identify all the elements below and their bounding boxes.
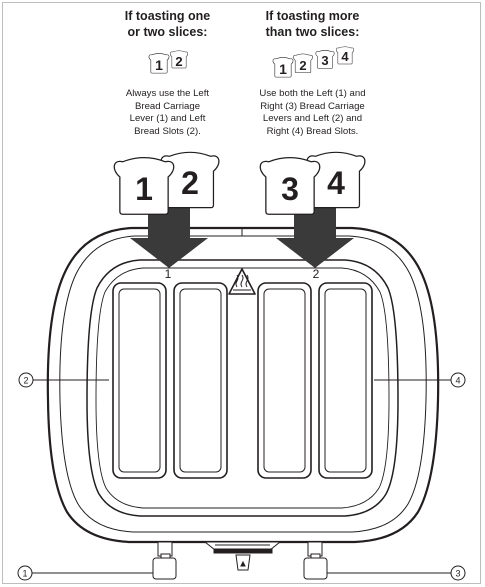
- callout-number: 1: [22, 569, 27, 579]
- large-slice-label: 1: [135, 171, 153, 207]
- left-heading-line1: If toasting one: [124, 9, 211, 23]
- callout-number: 3: [455, 569, 460, 579]
- right-heading: If toasting more than two slices:: [245, 8, 380, 40]
- right-heading-line1: If toasting more: [265, 9, 360, 23]
- left-carriage-lever: [152, 541, 177, 580]
- left-caption-line: Bread Slots (2).: [134, 125, 201, 137]
- left-heading-line2: or two slices:: [127, 25, 208, 39]
- right-caption: Use both the Left (1) and Right (3) Brea…: [240, 88, 385, 138]
- callout-right-slots: 4: [450, 372, 466, 388]
- bread-slots: [112, 282, 373, 479]
- right-bread-slot: [318, 282, 373, 479]
- left-bread-slot: [112, 282, 167, 479]
- diagram-frame: [2, 2, 481, 584]
- toaster-top-plate-inner: [95, 267, 390, 509]
- left-heading: If toasting one or two slices:: [100, 8, 235, 40]
- callout-right-lever: 3: [450, 565, 466, 581]
- left-caption: Always use the Left Bread Carriage Lever…: [100, 88, 235, 138]
- down-arrow-right: [276, 206, 354, 268]
- right-caption-line: Right (3) Bread Carriage: [260, 100, 365, 112]
- large-slice-label: 3: [281, 171, 299, 207]
- right-heading-line2: than two slices:: [265, 25, 360, 39]
- small-slice-label: 4: [341, 49, 349, 64]
- right-caption-line: Right (4) Bread Slots.: [266, 125, 359, 137]
- toaster-shell-inner-line: [59, 235, 427, 533]
- small-slice-label: 1: [279, 61, 287, 77]
- left-caption-line: Lever (1) and Left: [129, 113, 206, 124]
- callout-left-slots: 2: [18, 372, 34, 388]
- left-bread-slot: [173, 282, 228, 479]
- small-slice-label: 2: [299, 58, 306, 73]
- hot-surface-warning-icon: [228, 268, 256, 295]
- callout-number: 2: [23, 376, 28, 386]
- front-control-panel: [203, 541, 282, 571]
- left-caption-line: Always use the Left: [125, 88, 210, 99]
- right-bread-slot: [257, 282, 312, 479]
- large-slice-label: 4: [327, 165, 345, 201]
- right-carriage-lever: [303, 541, 328, 580]
- toaster-body: [46, 226, 440, 544]
- down-arrow-left: [130, 206, 208, 268]
- callout-number: 4: [455, 376, 460, 386]
- callout-left-lever: 1: [17, 565, 33, 581]
- right-caption-line: Levers and Left (2) and: [262, 113, 363, 124]
- right-caption-line: Use both the Left (1) and: [259, 88, 366, 99]
- slot-marker-right: 2: [313, 267, 320, 281]
- toaster-outer-shell: [46, 226, 440, 544]
- small-slice-label: 3: [321, 53, 328, 68]
- small-slice-label: 2: [175, 54, 182, 69]
- callout-leaders: [32, 379, 451, 574]
- large-slice-label: 2: [181, 165, 199, 201]
- left-caption-line: Bread Carriage: [134, 100, 201, 112]
- toaster-top-plate: [86, 259, 399, 517]
- small-slice-label: 1: [155, 57, 163, 73]
- slot-marker-left: 1: [165, 267, 172, 281]
